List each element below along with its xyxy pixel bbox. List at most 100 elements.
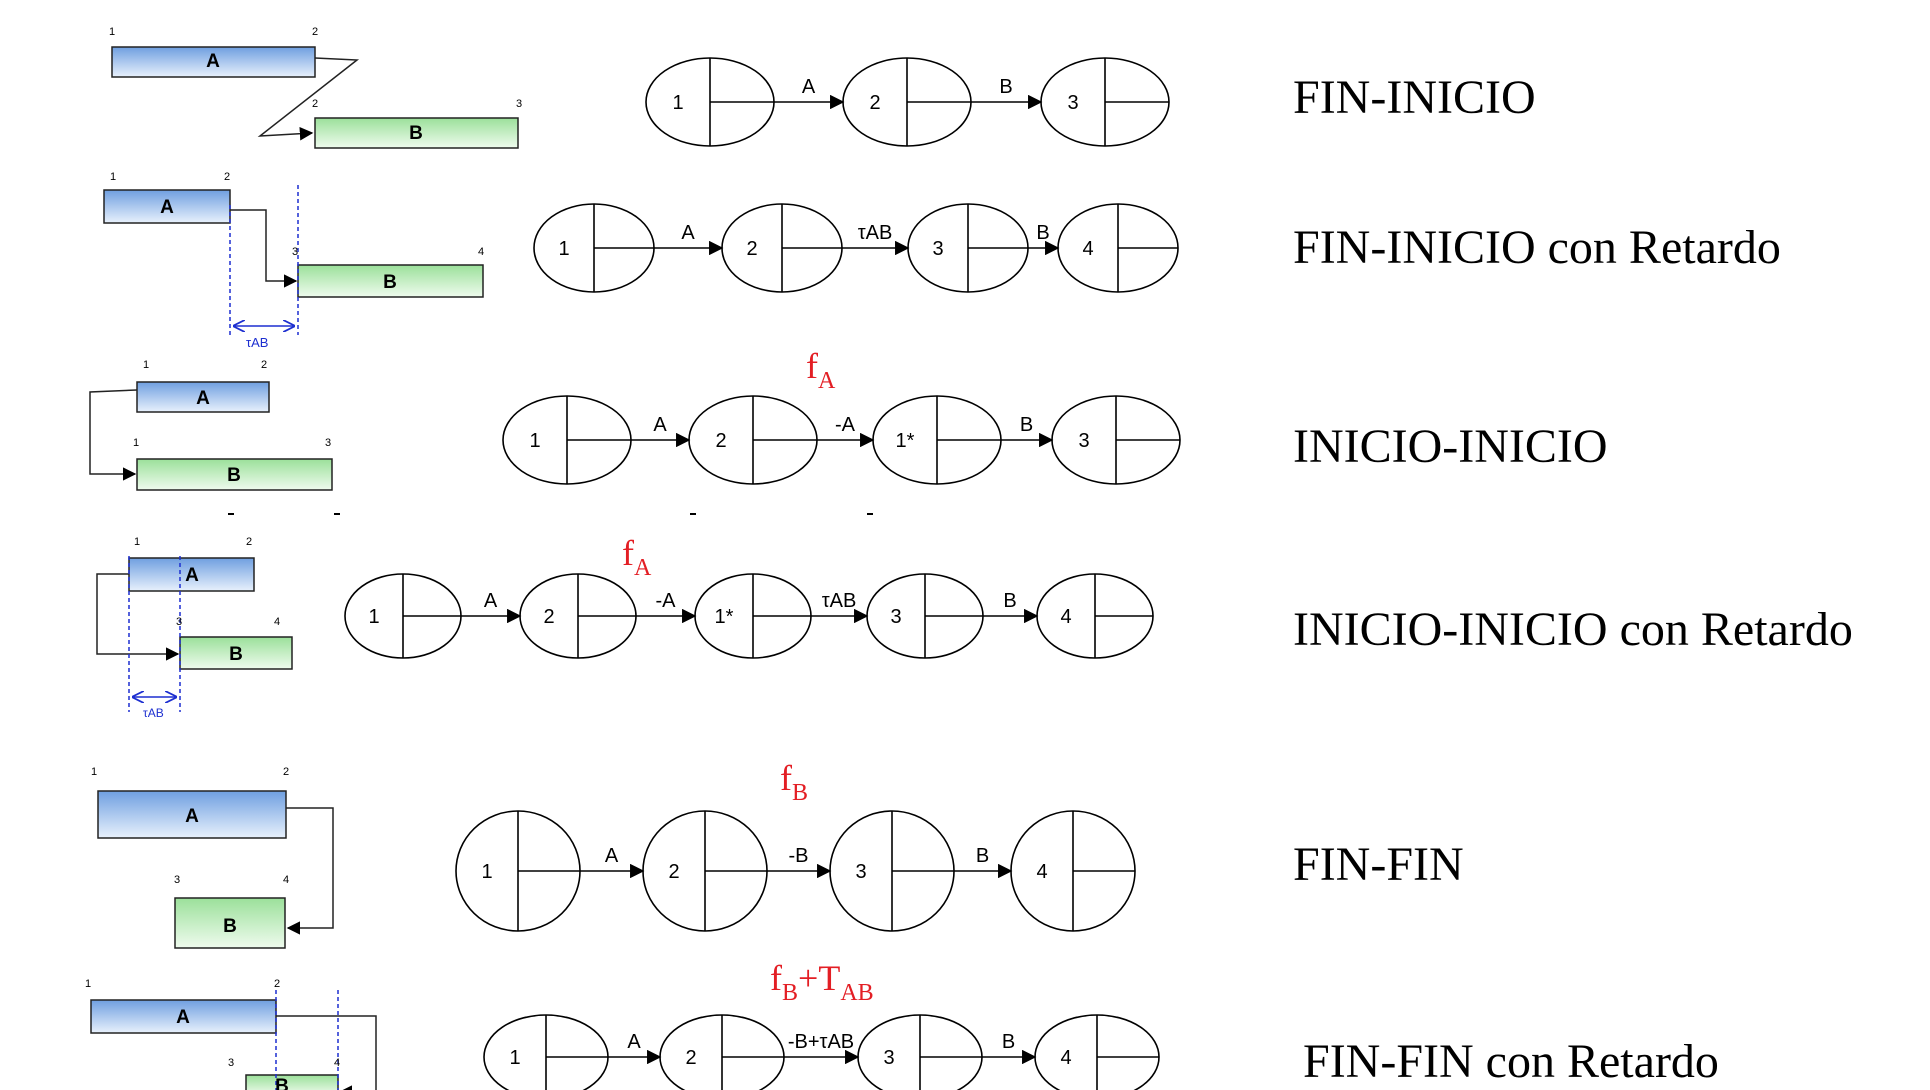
network-arrow: -B: [767, 845, 832, 879]
network-arrow: A: [580, 845, 645, 879]
link-line: [286, 807, 334, 935]
node-label: 1: [672, 92, 683, 114]
gantt-number: 2: [312, 98, 318, 110]
arrow-label: A: [802, 76, 816, 98]
node-label: 3: [890, 606, 901, 628]
gantt-number: 1: [85, 978, 91, 990]
gantt-text: A B 1 2 2 3 A B 1 2 3 4 τAB A B 1 2 1 3 …: [85, 26, 522, 1090]
network-arrow: B: [954, 845, 1013, 879]
bar-b: [179, 636, 293, 670]
bar-b: [245, 1074, 339, 1090]
arrow-label: B: [999, 76, 1012, 98]
annotation-row-5: fB: [780, 758, 808, 806]
bar-label: B: [227, 465, 241, 486]
node-label: 1*: [715, 606, 734, 628]
node-label: 1: [558, 238, 569, 260]
gantt-number: 4: [478, 246, 484, 258]
node-label: 4: [1082, 238, 1093, 260]
node-label: 4: [1036, 861, 1047, 883]
arrow-label: -A: [656, 590, 677, 612]
bar-a: [136, 381, 270, 413]
arrow-label: A: [484, 590, 498, 612]
relation-label-4: INICIO-INICIO con Retardo: [1293, 603, 1853, 656]
bar-b: [314, 117, 519, 149]
bar-label: B: [409, 123, 423, 144]
node-label: 3: [883, 1047, 894, 1069]
bar-a: [97, 790, 287, 839]
relation-label-2: FIN-INICIO con Retardo: [1293, 221, 1781, 274]
network-node: 3: [1040, 57, 1170, 147]
network-node: 2: [659, 1014, 785, 1090]
gantt-number: 1: [133, 437, 139, 449]
lag-label: τAB: [246, 335, 268, 350]
gantt-number: 4: [334, 1057, 340, 1069]
bar-b: [174, 897, 286, 949]
gantt-number: 2: [246, 536, 252, 548]
node-label: 1: [481, 861, 492, 883]
arrow-label: B: [1003, 590, 1016, 612]
annotation-row-6: fB+TAB: [770, 958, 874, 1006]
network-node: 2: [519, 573, 637, 659]
network-arrow: A: [608, 1031, 662, 1065]
arrow-label: A: [681, 222, 695, 244]
node-label: 3: [1078, 430, 1089, 452]
network-arrow: B: [982, 1031, 1037, 1065]
node-label: 1*: [896, 430, 915, 452]
node-label: 2: [685, 1047, 696, 1069]
network-arrow: -A: [817, 414, 875, 448]
lag-label: τAB: [143, 706, 164, 720]
gantt-number: 3: [325, 437, 331, 449]
link-line: [257, 57, 360, 141]
arrow-label: -B: [789, 845, 809, 867]
annotation-row-3: fA: [806, 346, 836, 394]
network-node: 1: [502, 395, 632, 485]
bar-label: B: [383, 272, 397, 293]
arrow-label: -A: [835, 414, 856, 436]
bar-b: [136, 458, 333, 491]
bar-label: A: [185, 565, 199, 586]
network-node: 4: [1034, 1014, 1160, 1090]
bar-label: A: [206, 51, 220, 72]
node-label: 2: [869, 92, 880, 114]
arrow-label: A: [653, 414, 667, 436]
node-label: 3: [932, 238, 943, 260]
bar-label: A: [160, 197, 174, 218]
network-arrow: A: [631, 414, 691, 448]
arrow-label: τAB: [822, 590, 857, 612]
bar-a: [103, 189, 231, 224]
gantt-number: 3: [516, 98, 522, 110]
bar-label: A: [176, 1007, 190, 1028]
network-arrow: B: [983, 590, 1039, 624]
gantt-number: 3: [228, 1057, 234, 1069]
bar-a: [111, 46, 316, 78]
network-node: 1: [455, 810, 581, 932]
bar-label: A: [196, 388, 210, 409]
link-line: [96, 573, 180, 661]
arrow-label: B: [1020, 414, 1033, 436]
annotation-row-4: fA: [622, 533, 652, 581]
network-arrow: τAB: [811, 590, 869, 624]
node-label: 3: [1067, 92, 1078, 114]
gantt-number: 1: [91, 766, 97, 778]
bar-a: [90, 999, 277, 1034]
network-row-3: 1 2 1* 3 A -A B: [502, 395, 1181, 485]
network-node: 2: [688, 395, 818, 485]
node-label: 1: [529, 430, 540, 452]
gantt-number: 2: [274, 978, 280, 990]
network-node: 1*: [694, 573, 812, 659]
relation-label-5: FIN-FIN: [1293, 838, 1464, 891]
arrow-label: A: [605, 845, 619, 867]
network-node: 3: [857, 1014, 983, 1090]
network-node: 2: [842, 57, 972, 147]
arrow-label: A: [627, 1031, 641, 1053]
network-node: 1: [483, 1014, 609, 1090]
node-label: 1: [368, 606, 379, 628]
gantt-row-4: [96, 556, 293, 712]
network-node: 3: [829, 810, 955, 932]
gantt-number: 1: [134, 536, 140, 548]
relation-label-6: FIN-FIN con Retardo: [1303, 1035, 1719, 1088]
network-node: 1*: [872, 395, 1002, 485]
